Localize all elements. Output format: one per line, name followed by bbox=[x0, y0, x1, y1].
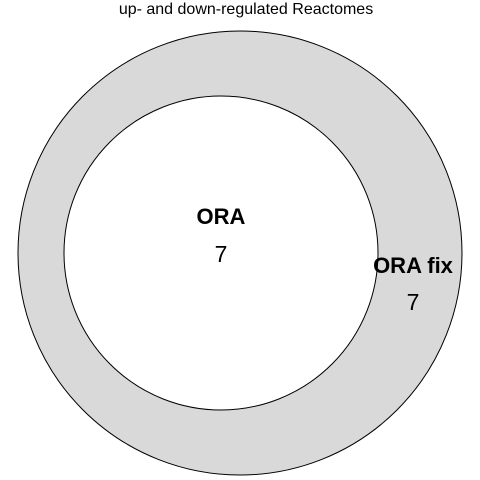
set-circle-ora bbox=[63, 95, 379, 411]
set-label-ora-fix: ORA fix bbox=[373, 253, 454, 278]
count-ora: 7 bbox=[215, 241, 228, 267]
diagram-title: up- and down-regulated Reactomes bbox=[119, 1, 373, 18]
set-label-ora: ORA bbox=[197, 204, 246, 229]
count-ora-fix: 7 bbox=[407, 289, 420, 315]
